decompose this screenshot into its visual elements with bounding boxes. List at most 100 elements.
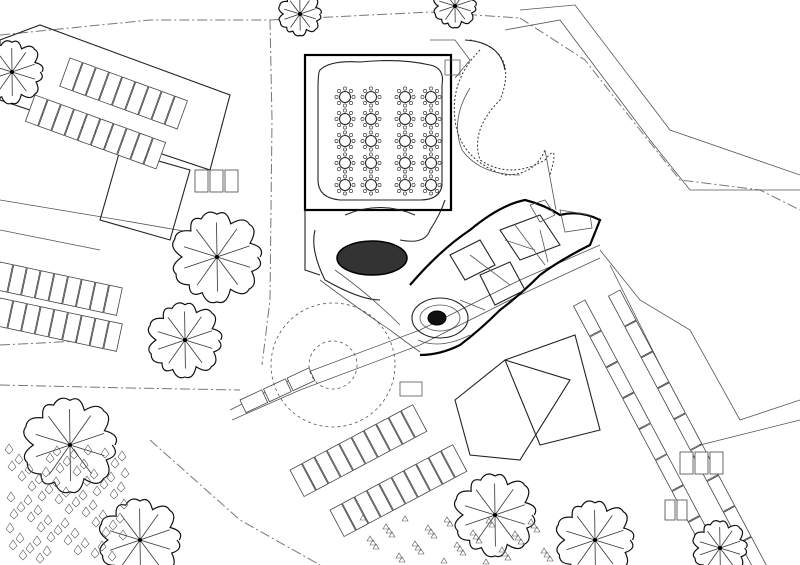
tree-canopy-icon bbox=[172, 211, 263, 304]
round-table-icon bbox=[334, 174, 356, 196]
parking-stall-icon bbox=[415, 457, 443, 492]
tree-canopy-icon bbox=[0, 40, 44, 105]
parking-stall-icon bbox=[607, 289, 637, 327]
tree-canopy-icon bbox=[98, 498, 182, 565]
tree-canopy-icon bbox=[147, 302, 223, 379]
parking-stall-icon bbox=[151, 91, 175, 125]
round-table-icon bbox=[334, 130, 356, 152]
parking-stall-icon bbox=[341, 496, 369, 531]
parking-stall-icon bbox=[117, 128, 140, 160]
parking-stall-icon bbox=[34, 306, 55, 338]
parking-stall-icon bbox=[64, 108, 88, 141]
round-table-icon bbox=[334, 86, 356, 108]
dense-vegetation bbox=[4, 443, 554, 565]
round-table-icon bbox=[334, 108, 356, 130]
parking-stall-icon bbox=[572, 299, 602, 337]
parking-stall-icon bbox=[38, 99, 61, 132]
parking-stall-icon bbox=[664, 499, 676, 521]
banquet-hall-stage-outline bbox=[317, 60, 444, 201]
parking-stall-icon bbox=[640, 351, 670, 389]
parking-stall-icon bbox=[62, 276, 82, 308]
parking-stall-icon bbox=[89, 281, 110, 313]
parking-stall-icon bbox=[375, 417, 403, 452]
parking-stall-icon bbox=[125, 81, 149, 116]
parking-stall-icon bbox=[7, 264, 27, 296]
parking-stall-icon bbox=[90, 118, 114, 151]
parking-stall-icon bbox=[89, 317, 110, 349]
round-table-icon bbox=[420, 152, 442, 174]
plaza-circle bbox=[270, 302, 396, 428]
tree-canopy-icon bbox=[453, 473, 537, 558]
parking-stall-icon bbox=[589, 330, 618, 368]
parking-stall-icon bbox=[289, 463, 317, 498]
round-table-icon bbox=[334, 152, 356, 174]
parking-stall-icon bbox=[239, 389, 269, 414]
parking-stall-icon bbox=[314, 450, 341, 484]
round-table-icon bbox=[360, 152, 382, 174]
parking-stall-icon bbox=[378, 477, 406, 511]
parking-stall-icon bbox=[48, 309, 68, 341]
banquet-hall-walls bbox=[303, 53, 453, 212]
parking-stall-icon bbox=[77, 113, 101, 146]
tree-canopy-icon bbox=[555, 500, 635, 565]
parking-stall-icon bbox=[75, 314, 96, 347]
parking-stall-icon bbox=[263, 378, 292, 403]
round-table-icon bbox=[394, 130, 416, 152]
parking-stall-icon bbox=[21, 303, 41, 335]
parking-stall-icon bbox=[209, 169, 224, 193]
parking-stall-icon bbox=[143, 137, 167, 170]
banquet-hall bbox=[303, 39, 471, 301]
tree-canopy-icon bbox=[433, 0, 477, 29]
round-table-icon bbox=[360, 174, 382, 196]
plaza-inner-circle bbox=[308, 340, 358, 390]
parking-stall-icon bbox=[51, 104, 75, 136]
parking-stall-icon bbox=[624, 320, 653, 358]
parking-stall-icon bbox=[605, 361, 635, 399]
circular-plaza bbox=[270, 302, 396, 428]
parking-stall-icon bbox=[400, 404, 428, 438]
parking-stall-icon bbox=[363, 423, 391, 458]
outbuilding-west bbox=[99, 149, 191, 241]
parking-stall-icon bbox=[706, 474, 736, 513]
round-table-icon bbox=[394, 174, 416, 196]
parking-stall-icon bbox=[679, 451, 694, 475]
parking-stall-icon bbox=[391, 470, 418, 505]
parking-stall-icon bbox=[673, 413, 703, 451]
round-table-icon bbox=[394, 86, 416, 108]
parking-stall-icon bbox=[354, 490, 381, 524]
parking-stall-icon bbox=[655, 453, 684, 492]
round-table-icon bbox=[360, 108, 382, 130]
parking-stall-icon bbox=[98, 71, 123, 106]
parking-stall-icon bbox=[326, 443, 354, 478]
round-table-icon bbox=[360, 130, 382, 152]
parking-stall-icon bbox=[111, 76, 136, 111]
parking-stall-icon bbox=[709, 451, 724, 475]
parking-stall-icon bbox=[351, 430, 378, 465]
parking-stall-icon bbox=[103, 284, 123, 316]
feature-pool bbox=[336, 240, 408, 276]
parking-stall-icon bbox=[75, 278, 96, 311]
parking-stall-icon bbox=[24, 94, 48, 127]
parking-stall-icon bbox=[103, 320, 123, 352]
round-table-icon bbox=[420, 86, 442, 108]
parking-stall-icon bbox=[48, 273, 68, 305]
outbuildings bbox=[0, 24, 601, 461]
parking-stall-icon bbox=[638, 423, 668, 461]
tree-canopy-icon bbox=[278, 0, 322, 37]
parking-stall-icon bbox=[103, 123, 127, 156]
driveway bbox=[319, 39, 557, 353]
parking-stall-icon bbox=[21, 267, 41, 299]
outbuilding-southeast-a bbox=[454, 359, 571, 461]
parking-stall-icon bbox=[286, 367, 316, 392]
parking-stalls bbox=[0, 57, 768, 565]
parking-stall-icon bbox=[164, 95, 188, 130]
accessible-parking-sign bbox=[399, 381, 423, 397]
outbuilding-north bbox=[0, 24, 231, 171]
parking-stall-icon bbox=[0, 297, 14, 329]
parking-stall-icon bbox=[0, 261, 14, 293]
parking-stall-icon bbox=[676, 499, 688, 521]
curved-main-building bbox=[399, 198, 602, 397]
parking-stall-icon bbox=[34, 270, 55, 302]
parking-stall-icon bbox=[403, 463, 431, 498]
